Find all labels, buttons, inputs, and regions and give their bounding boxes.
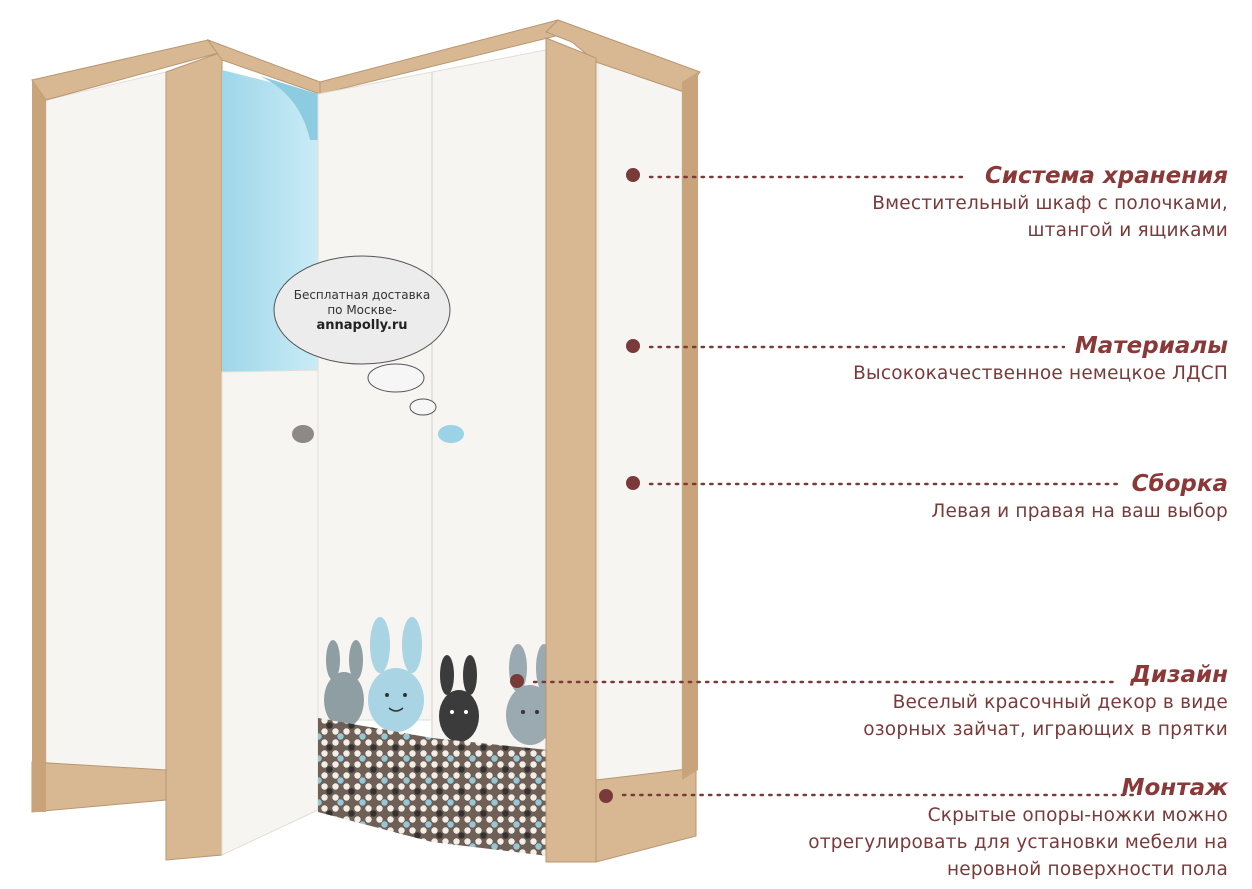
right-cabinet xyxy=(545,19,701,863)
feature-materials: Материалы Высококачественное немецкое ЛД… xyxy=(853,332,1228,387)
feature-mounting: Монтаж Скрытые опоры-ножки можно отрегул… xyxy=(808,774,1228,883)
feature-assembly: Сборка Левая и правая на ваш выбор xyxy=(931,470,1228,525)
promo-line-2: по Москве- xyxy=(327,303,397,317)
feature-title: Сборка xyxy=(1131,471,1228,497)
feature-storage: Система хранения Вместительный шкаф с по… xyxy=(872,162,1228,244)
polka-dot-drawers xyxy=(318,718,548,856)
feature-title: Дизайн xyxy=(1130,662,1229,688)
feature-description: Левая и правая на ваш выбор xyxy=(931,501,1228,522)
corner-section xyxy=(206,19,574,856)
left-cabinet xyxy=(31,39,224,861)
feature-title: Монтаж xyxy=(1121,775,1228,801)
thought-bubble xyxy=(273,255,451,416)
delivery-promo: Бесплатная доставка по Москве- annapolly… xyxy=(276,288,448,333)
bunny-dark xyxy=(439,655,479,742)
promo-line-1: Бесплатная доставка xyxy=(293,288,431,302)
feature-description: Веселый красочный декор в виде озорных з… xyxy=(863,692,1228,740)
leader-dot-materials xyxy=(626,339,640,353)
leader-dot-design xyxy=(510,674,524,688)
feature-design: Дизайн Веселый красочный декор в виде оз… xyxy=(863,661,1228,743)
feature-leaders xyxy=(510,168,1138,803)
feature-title: Материалы xyxy=(1074,333,1228,359)
feature-description: Вместительный шкаф с полочками, штангой … xyxy=(872,193,1228,241)
bunny-blue xyxy=(368,617,424,732)
feature-description: Скрытые опоры-ножки можно отрегулировать… xyxy=(808,805,1228,880)
leader-dot-storage xyxy=(626,168,640,182)
feature-description: Высококачественное немецкое ЛДСП xyxy=(853,363,1228,384)
bunny-decor xyxy=(324,617,554,745)
bunny-gray-left xyxy=(324,640,364,728)
leader-dot-mounting xyxy=(599,789,613,803)
promo-site: annapolly.ru xyxy=(316,318,408,333)
leader-dot-assembly xyxy=(626,476,640,490)
feature-title: Система хранения xyxy=(985,163,1228,189)
